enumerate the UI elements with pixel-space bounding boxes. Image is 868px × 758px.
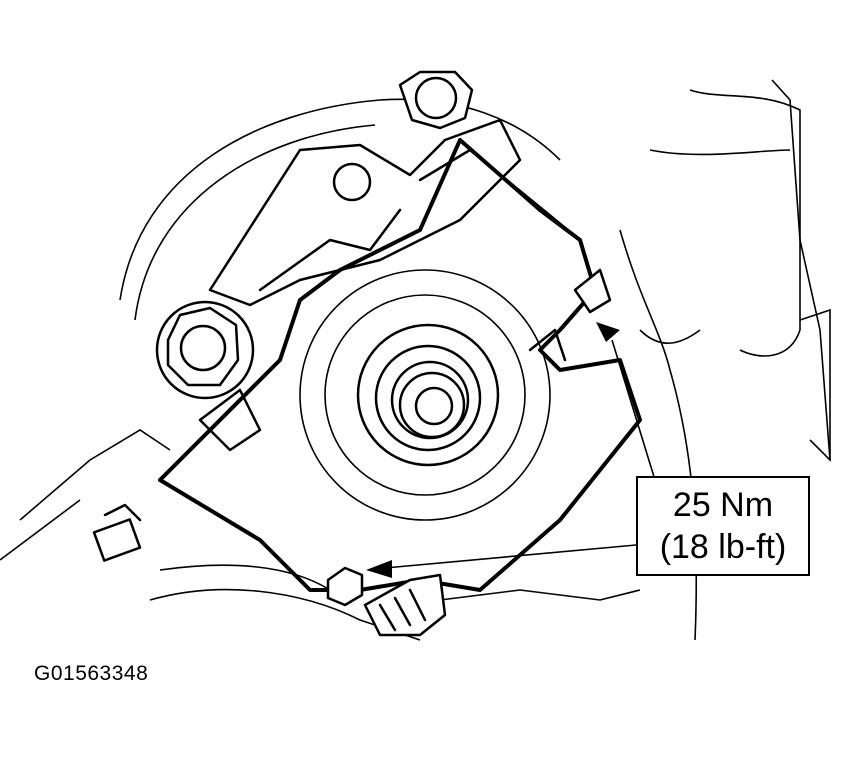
left-bracket-bolt <box>155 300 255 400</box>
figure-id: G01563348 <box>34 662 149 685</box>
torque-imperial: (18 lb-ft) <box>659 528 787 566</box>
center-shaft-nut <box>398 371 466 439</box>
top-bolt <box>398 70 474 130</box>
pump-body <box>158 138 642 592</box>
leader-line-lower <box>384 544 637 569</box>
arrowhead-upper <box>596 322 620 342</box>
hose-fitting <box>363 573 447 637</box>
engine-right-edge <box>771 79 831 461</box>
lower-frame-bottom-2 <box>159 564 331 591</box>
lower-mount-bolt <box>326 566 364 607</box>
lower-frame-left <box>19 429 171 521</box>
engine-block-outline-3 <box>619 229 698 641</box>
lower-frame-left-2 <box>0 499 81 561</box>
lower-left-bolt <box>92 503 142 562</box>
pump-body-edge <box>418 148 582 242</box>
torque-callout-box: 25 Nm (18 lb-ft) <box>636 476 810 576</box>
engine-line <box>639 329 701 344</box>
bracket-slot <box>258 208 402 292</box>
lower-frame-bottom-3 <box>439 589 641 601</box>
engine-block-outline <box>689 89 801 357</box>
pump-body-step <box>198 388 262 452</box>
lower-frame-bottom <box>149 588 421 641</box>
arrowhead-lower <box>366 560 392 578</box>
bracket-hole <box>332 162 372 202</box>
background-pulley-outline <box>119 98 561 301</box>
leader-line-upper <box>611 339 656 481</box>
background-pulley-outline-inner <box>134 124 376 321</box>
torque-metric: 25 Nm <box>672 486 774 524</box>
engine-block-outline-2 <box>649 149 791 156</box>
engine-tab <box>799 308 831 462</box>
upper-bracket <box>208 118 522 307</box>
upper-right-mount-bolt <box>528 268 612 362</box>
